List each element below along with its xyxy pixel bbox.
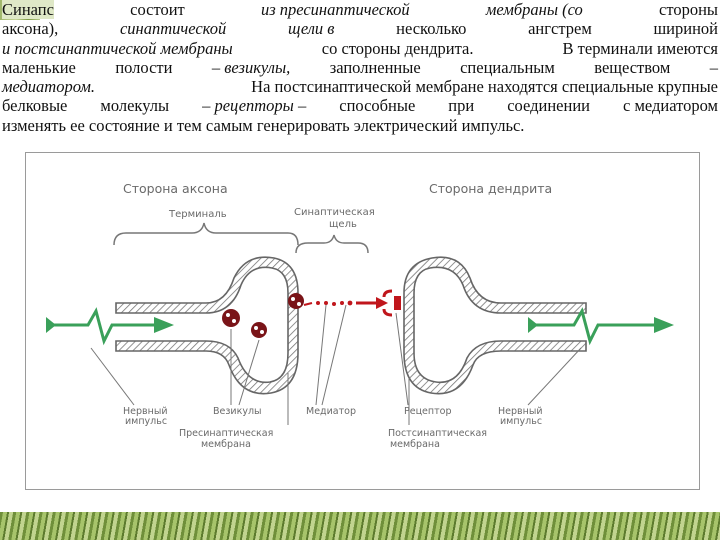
word: щели в [287, 19, 335, 39]
nerve-impulse-right-arrow [528, 307, 654, 346]
vesicle [288, 293, 304, 309]
vesicle-dot [297, 302, 301, 306]
word: молекулы [100, 96, 170, 116]
word: несколько [396, 19, 467, 39]
postsynaptic-membrane-label-1: Постсинаптическая [388, 428, 487, 439]
word: – везикулы, [211, 57, 291, 77]
nerve-impulse-left-arrow [46, 307, 164, 346]
decorative-grass-footer [0, 512, 720, 540]
word: с медиатором [623, 96, 718, 116]
terminal-label: Терминаль [168, 209, 227, 220]
word: специальным [460, 57, 555, 77]
word: аксона), [2, 19, 59, 39]
nerve-impulse-right-label-2: импульс [500, 416, 542, 427]
synapse-diagram: Сторона аксона Сторона дендрита Терминал… [25, 152, 700, 490]
side-axon-label: Сторона аксона [123, 181, 228, 196]
side-dendrite-label: Сторона дендрита [429, 181, 552, 196]
presynaptic-membrane-label-1: Пресинаптическая [179, 428, 273, 439]
word: соединении [507, 96, 590, 116]
arrow-head-left-tail [46, 317, 56, 333]
text-line-5: медиатором. На постсинаптической мембран… [2, 77, 718, 96]
word: синаптической [119, 19, 227, 39]
word: шириной [653, 19, 718, 39]
word: мембраны (со [485, 0, 583, 19]
word: и постсинаптической мембраны [2, 38, 233, 58]
text-line-2: аксона), синаптической щели в несколько … [2, 19, 718, 38]
arrow-head-right [654, 317, 674, 333]
vesicle [251, 322, 267, 338]
mediator-dot [340, 301, 344, 305]
synapse-diagram-svg: Сторона аксона Сторона дендрита Терминал… [46, 181, 674, 450]
mediator-arrow-head [376, 297, 388, 309]
vesicles-label: Везикулы [213, 406, 262, 417]
word: со стороны дендрита. [321, 38, 474, 58]
leader-lines [90, 304, 582, 425]
word: – рецепторы – [202, 96, 307, 116]
cleft-brace [295, 234, 369, 254]
receptor-mark [394, 296, 401, 310]
mediator-dot [347, 300, 353, 306]
vesicle-dot [254, 326, 258, 330]
text-line-3: и постсинаптической мембраны со стороны … [2, 39, 718, 58]
word: заполненные [329, 57, 421, 77]
word: изменять ее состояние и тем самым генери… [2, 115, 525, 135]
word: полости [115, 57, 173, 77]
word: при [448, 96, 475, 116]
vesicle-dot [232, 319, 236, 323]
cleft-label-line2: щель [329, 219, 357, 230]
postsynaptic-membrane-label-2: мембрана [390, 439, 440, 450]
vesicle-dot [226, 313, 230, 317]
word: Синапс [2, 0, 54, 20]
vesicle [222, 309, 240, 327]
word: В терминали имеются [562, 38, 718, 58]
word: медиатором. [2, 77, 95, 97]
word: На постсинаптической мембране находятся … [251, 77, 718, 97]
text-line-7: изменять ее состояние и тем самым генери… [2, 116, 718, 135]
postsynaptic-terminal [403, 256, 587, 395]
receptor-label: Рецептор [404, 406, 451, 417]
mediator-dash [303, 302, 313, 306]
word: способные [339, 96, 416, 116]
vesicles-group [222, 293, 304, 338]
word: стороны [659, 0, 718, 19]
terminal-brace [113, 222, 299, 246]
arrow-head-right-tail [528, 317, 538, 333]
text-line-1: Синапс состоит из пресинаптической мембр… [2, 0, 718, 20]
text-line-4: маленькие полости – везикулы, заполненны… [2, 58, 718, 77]
word: веществом [594, 57, 671, 77]
mediator-label: Медиатор [306, 406, 356, 417]
nerve-impulse-right-label-1: Нервный [498, 406, 543, 417]
mediator-dot [324, 301, 328, 305]
nerve-impulse-left-label-2: импульс [125, 416, 167, 427]
vesicle-dot [291, 297, 295, 301]
arrow-head-left [154, 317, 174, 333]
text-line-6: белковые молекулы – рецепторы – способны… [2, 96, 718, 115]
word: маленькие [2, 57, 76, 77]
mediator-release [303, 289, 401, 317]
mediator-dot [316, 301, 320, 305]
word: из пресинаптической [260, 0, 410, 19]
word: – [709, 57, 718, 77]
mediator-dot [332, 302, 336, 306]
synapse-description: Синапс состоит из пресинаптической мембр… [2, 0, 718, 135]
word: состоит [130, 0, 185, 19]
presynaptic-membrane-label-2: мембрана [201, 439, 251, 450]
presynaptic-terminal [115, 256, 299, 395]
word: белковые [2, 96, 68, 116]
receptor-bracket [382, 289, 393, 317]
vesicle-dot [260, 330, 264, 334]
word: ангстрем [528, 19, 592, 39]
nerve-impulse-left-label-1: Нервный [123, 406, 168, 417]
cleft-label-line1: Синаптическая [294, 207, 375, 218]
